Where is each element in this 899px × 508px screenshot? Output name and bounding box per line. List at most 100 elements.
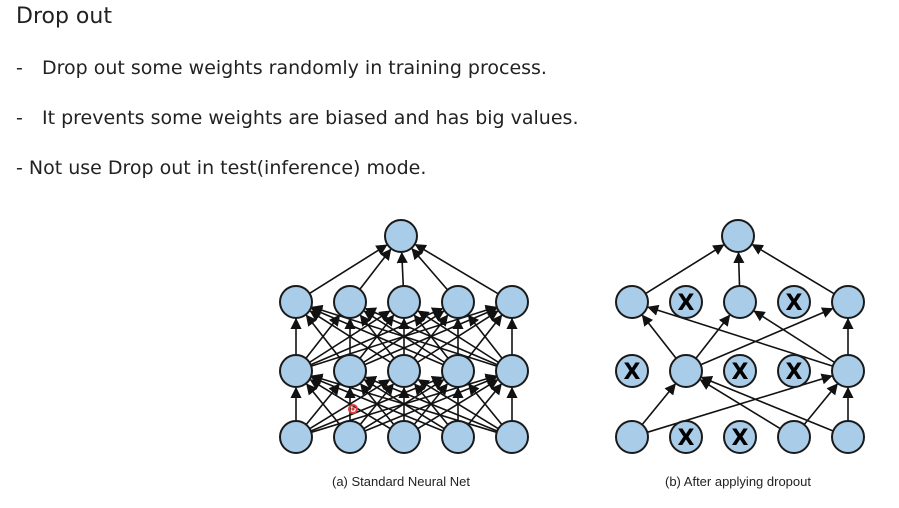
neuron	[721, 219, 755, 253]
bullet-text: It prevents some weights are biased and …	[42, 107, 579, 129]
connection-arrow	[468, 383, 503, 426]
dropped-neuron: X	[723, 420, 757, 454]
connection-arrow	[699, 379, 781, 430]
dropped-neuron: X	[723, 354, 757, 388]
dropped-x-mark: X	[624, 360, 641, 385]
neuron-circle	[333, 285, 367, 319]
bullet-text: Drop out some weights randomly in traini…	[42, 57, 547, 79]
neuron-circle	[777, 285, 811, 319]
neuron	[615, 420, 649, 454]
neuron	[495, 285, 529, 319]
connection-arrow	[364, 307, 498, 366]
neuron	[333, 285, 367, 319]
mouse-pointer-dot	[351, 407, 355, 411]
connection-arrow	[309, 244, 388, 295]
neuron	[495, 354, 529, 388]
connection-arrow	[641, 314, 677, 359]
neuron-circle	[615, 285, 649, 319]
neuron-circle	[669, 354, 703, 388]
neuron-circle	[495, 420, 529, 454]
neuron-circle	[723, 285, 757, 319]
connections	[290, 244, 518, 434]
neuron	[831, 354, 865, 388]
dropped-x-mark: X	[678, 426, 695, 451]
neuron	[723, 285, 757, 319]
connection-arrow	[306, 383, 341, 426]
neuron	[441, 354, 475, 388]
connection-arrow	[803, 383, 838, 426]
bullet-1: -Drop out some weights randomly in train…	[16, 57, 547, 79]
neuron-circle	[669, 420, 703, 454]
connection-arrow	[310, 307, 444, 366]
neuron-circle	[721, 219, 755, 253]
connections	[641, 244, 854, 434]
bullet-dash: -	[16, 57, 23, 79]
connection-arrow	[700, 307, 834, 366]
connection-arrow	[414, 244, 499, 295]
dropped-neuron: X	[615, 354, 649, 388]
dropped-x-mark: X	[786, 360, 803, 385]
dropped-neuron: X	[669, 420, 703, 454]
neuron	[441, 285, 475, 319]
neuron	[333, 354, 367, 388]
bullet-dash: -	[16, 107, 23, 129]
neuron	[495, 420, 529, 454]
neuron	[831, 420, 865, 454]
dropped-x-mark: X	[732, 360, 749, 385]
neuron	[279, 285, 313, 319]
neuron	[387, 285, 421, 319]
slide-title: Drop out	[16, 4, 112, 29]
neuron	[615, 285, 649, 319]
neuron-circle	[723, 354, 757, 388]
bullet-text: - Not use Drop out in test(inference) mo…	[16, 157, 427, 179]
neuron	[279, 420, 313, 454]
neuron-circle	[384, 219, 418, 253]
neuron-circle	[279, 285, 313, 319]
neuron	[384, 219, 418, 253]
connection-arrow	[751, 244, 835, 295]
neuron	[669, 354, 703, 388]
dropped-neuron: X	[777, 285, 811, 319]
bullet-2: -It prevents some weights are biased and…	[16, 107, 578, 129]
connection-arrow	[467, 314, 503, 359]
dropped-neuron: X	[669, 285, 703, 319]
neuron-circle	[441, 420, 475, 454]
connection-arrow	[309, 310, 391, 364]
neuron-circle	[279, 354, 313, 388]
dropped-x-mark: X	[786, 291, 803, 316]
connection-arrow	[359, 248, 392, 290]
neuron	[441, 420, 475, 454]
neuron	[777, 420, 811, 454]
neuron-circle	[387, 285, 421, 319]
bullet-3: - Not use Drop out in test(inference) mo…	[16, 157, 426, 179]
neuron-circle	[279, 420, 313, 454]
neuron-circle	[615, 420, 649, 454]
dropped-x-mark: X	[678, 291, 695, 316]
connection-arrow	[641, 383, 676, 426]
neuron-circle	[723, 420, 757, 454]
connection-arrow	[396, 251, 408, 287]
neuron-circle	[495, 354, 529, 388]
neuron-circle	[387, 420, 421, 454]
neuron-circle	[831, 285, 865, 319]
dropped-x-mark: X	[732, 426, 749, 451]
connection-arrow	[695, 314, 731, 359]
neuron-circle	[333, 420, 367, 454]
connection-arrow	[309, 379, 391, 430]
neuron-circle	[495, 285, 529, 319]
caption-standard-net: (a) Standard Neural Net	[332, 474, 470, 489]
neuron-circle	[777, 354, 811, 388]
standard-neural-net	[279, 219, 529, 454]
caption-dropout-net: (b) After applying dropout	[665, 474, 811, 489]
neuron	[279, 354, 313, 388]
connection-arrow	[700, 376, 834, 432]
neuron	[387, 354, 421, 388]
connection-arrow	[310, 376, 444, 432]
connection-arrow	[753, 310, 835, 364]
neuron-circle	[831, 420, 865, 454]
neuron-circle	[387, 354, 421, 388]
connection-arrow	[364, 376, 498, 432]
connection-arrow	[305, 314, 341, 359]
mouse-pointer-marker	[348, 404, 358, 414]
